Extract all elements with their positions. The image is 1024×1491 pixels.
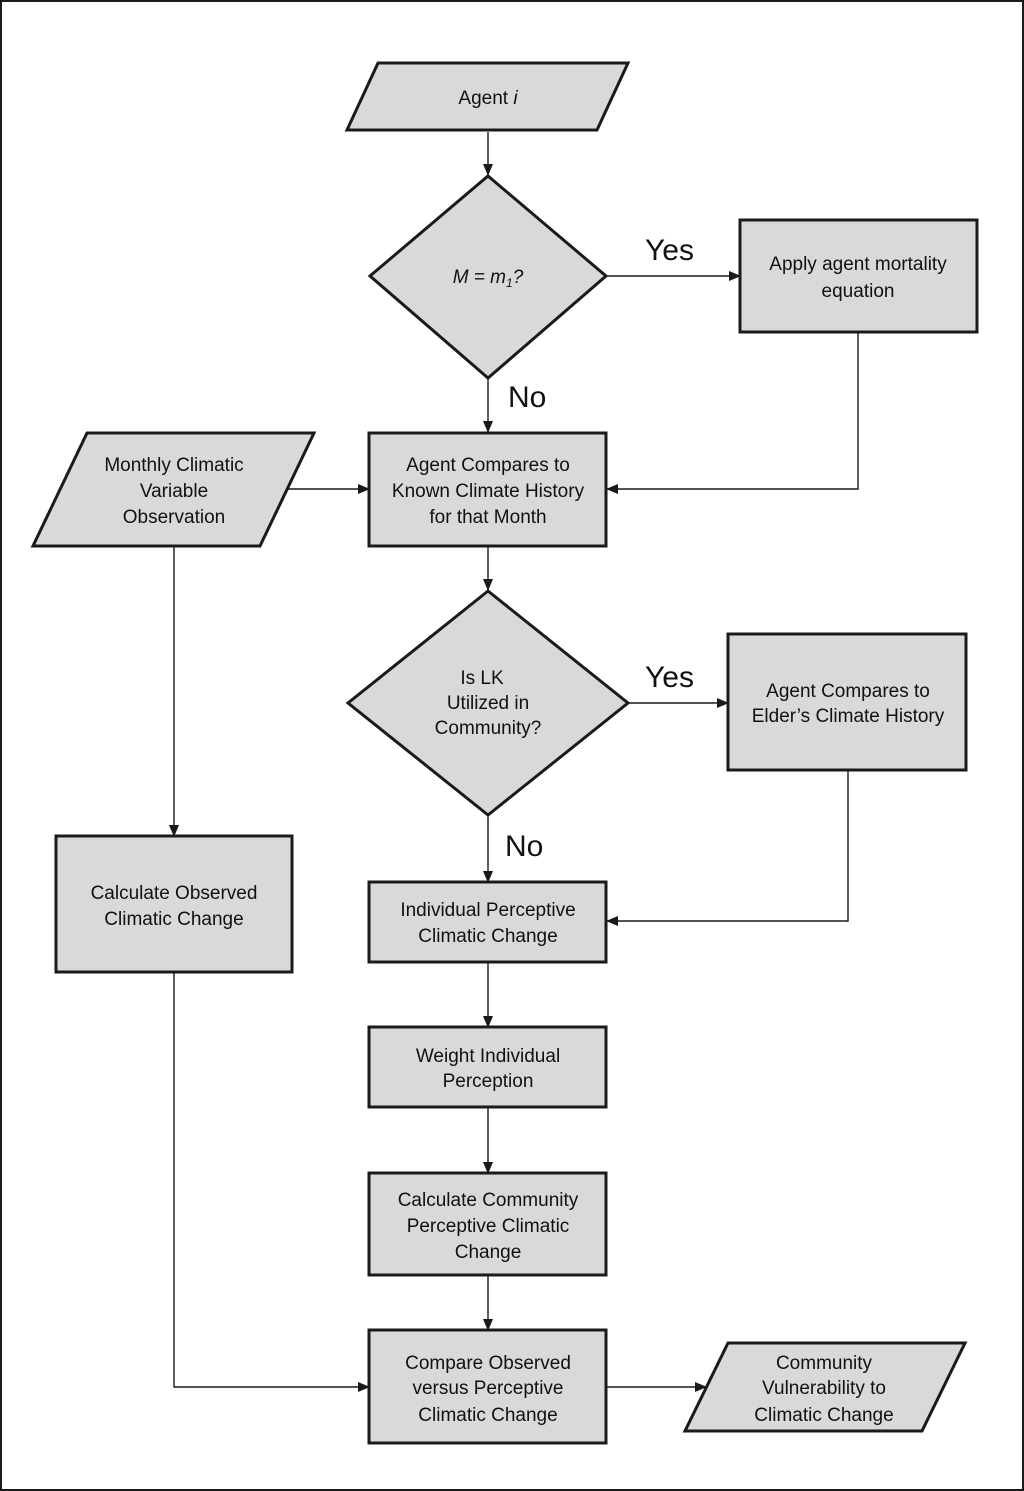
edge-label-lk-yes: Yes bbox=[645, 661, 694, 694]
node-lk-check: Is LK Utilized in Community? bbox=[345, 589, 631, 817]
node-agent-compares-known: Agent Compares to Known Climate History … bbox=[367, 431, 608, 548]
lk-check-line3: Community? bbox=[435, 718, 542, 739]
edge-label-lk-no: No bbox=[505, 830, 543, 863]
community-perceptive-line1: Calculate Community bbox=[398, 1190, 579, 1211]
agent-compares-known-line1: Agent Compares to bbox=[406, 455, 570, 476]
community-vulnerability-line2: Vulnerability to bbox=[762, 1378, 886, 1399]
apply-mortality-shape bbox=[738, 218, 979, 334]
compare-observed-line1: Compare Observed bbox=[405, 1353, 571, 1374]
edge-label-mortality-yes: Yes bbox=[645, 234, 694, 267]
weight-individual-shape bbox=[367, 1025, 608, 1109]
agent-compares-known-line3: for that Month bbox=[429, 507, 546, 528]
edge-label-mortality-no: No bbox=[508, 381, 546, 414]
mortality-check-prefix: M = m bbox=[453, 267, 506, 288]
node-community-perceptive: Calculate Community Perceptive Climatic … bbox=[367, 1171, 608, 1277]
node-weight-individual: Weight Individual Perception bbox=[367, 1025, 608, 1109]
agent-i-italic: i bbox=[513, 88, 518, 109]
community-perceptive-line2: Perceptive Climatic bbox=[407, 1216, 570, 1237]
agent-i-text: Agent bbox=[458, 88, 513, 109]
mortality-check-sub: 1 bbox=[506, 276, 513, 290]
monthly-observation-line2: Variable bbox=[140, 481, 208, 502]
lk-check-line2: Utilized in bbox=[447, 693, 529, 714]
apply-mortality-line2: equation bbox=[822, 281, 895, 302]
monthly-observation-line3: Observation bbox=[123, 507, 225, 528]
node-apply-mortality: Apply agent mortality equation bbox=[738, 218, 979, 334]
agent-compares-known-line2: Known Climate History bbox=[392, 481, 585, 502]
apply-mortality-line1: Apply agent mortality bbox=[769, 254, 947, 275]
edge-observed-to-compare bbox=[173, 972, 370, 1392]
agent-i-label: Agent i bbox=[458, 88, 518, 109]
edge-elder-to-individual bbox=[606, 770, 849, 926]
node-compare-observed: Compare Observed versus Perceptive Clima… bbox=[367, 1328, 608, 1445]
node-community-vulnerability: Community Vulnerability to Climatic Chan… bbox=[682, 1341, 968, 1433]
mortality-check-suffix: ? bbox=[513, 267, 524, 288]
weight-individual-line1: Weight Individual bbox=[416, 1046, 560, 1067]
community-vulnerability-line1: Community bbox=[776, 1353, 873, 1374]
mortality-check-label: M = m1? bbox=[453, 267, 524, 290]
compare-observed-line3: Climatic Change bbox=[418, 1405, 557, 1426]
monthly-observation-shape bbox=[30, 431, 317, 548]
calculate-observed-line2: Climatic Change bbox=[104, 909, 243, 930]
node-calculate-observed: Calculate Observed Climatic Change bbox=[54, 834, 294, 974]
calculate-observed-shape bbox=[54, 834, 294, 974]
lk-check-line1: Is LK bbox=[460, 668, 504, 689]
agent-i-shape bbox=[344, 61, 631, 132]
mortality-check-shape bbox=[367, 174, 609, 380]
node-monthly-observation: Monthly Climatic Variable Observation bbox=[30, 431, 317, 548]
node-agent-compares-elder: Agent Compares to Elder’s Climate Histor… bbox=[726, 632, 968, 772]
community-perceptive-shape bbox=[367, 1171, 608, 1277]
calculate-observed-line1: Calculate Observed bbox=[91, 883, 258, 904]
agent-compares-elder-line2: Elder’s Climate History bbox=[752, 706, 945, 727]
community-perceptive-line3: Change bbox=[455, 1242, 522, 1263]
compare-observed-line2: versus Perceptive bbox=[412, 1378, 563, 1399]
weight-individual-line2: Perception bbox=[443, 1071, 534, 1092]
individual-perceptive-line2: Climatic Change bbox=[418, 926, 557, 947]
monthly-observation-line1: Monthly Climatic bbox=[104, 455, 243, 476]
individual-perceptive-line1: Individual Perceptive bbox=[400, 900, 575, 921]
connectors bbox=[169, 132, 859, 1392]
edge-mortality-to-compare-known bbox=[606, 333, 859, 494]
agent-compares-elder-shape bbox=[726, 632, 968, 772]
node-mortality-check: M = m1? bbox=[367, 174, 609, 380]
agent-compares-elder-line1: Agent Compares to bbox=[766, 681, 930, 702]
node-individual-perceptive: Individual Perceptive Climatic Change bbox=[367, 880, 608, 964]
agent-compares-known-shape bbox=[367, 431, 608, 548]
compare-observed-shape bbox=[367, 1328, 608, 1445]
node-agent-i: Agent i bbox=[344, 61, 631, 132]
community-vulnerability-line3: Climatic Change bbox=[754, 1405, 893, 1426]
community-vulnerability-shape bbox=[682, 1341, 968, 1433]
lk-check-shape bbox=[345, 589, 631, 817]
individual-perceptive-shape bbox=[367, 880, 608, 964]
